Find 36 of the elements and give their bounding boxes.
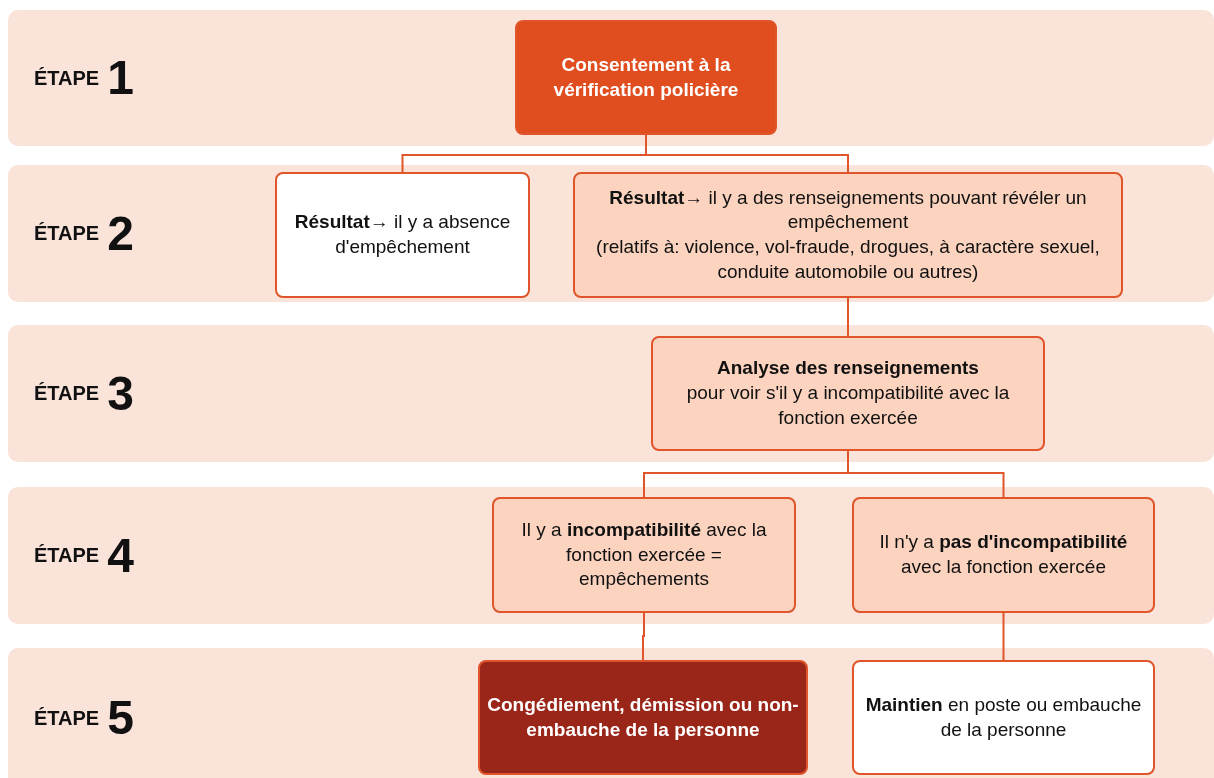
box-text: pour voir s'il y a incompatibilité avec la fonction exercée [685, 381, 1011, 430]
box-text: Consentement à la vérification policière [552, 52, 740, 102]
box-text: Il y a incompatibilité avec la fonction exercée = empêchements [520, 517, 768, 592]
step-label: ÉTAPE [34, 382, 100, 405]
step-band [8, 165, 1214, 302]
step-band [8, 648, 1214, 778]
process-box [651, 336, 1045, 451]
outcome-box [275, 172, 530, 298]
process-box [573, 172, 1123, 298]
process-box [852, 497, 1155, 613]
step-number: 1 [107, 54, 134, 102]
step-label: ÉTAPE [34, 706, 100, 730]
connector-line [1002, 612, 1005, 661]
outcome-box [852, 660, 1155, 775]
step-label: ÉTAPE [34, 222, 100, 245]
step-number: 2 [107, 209, 134, 258]
box-text: Il n'y a pas d'incompatibilité avec la fonction exercée [878, 530, 1129, 579]
box-text: (relatifs à: violence, vol-fraude, drogues, à caractère sexuel, conduite automobile ou autres) [595, 235, 1101, 284]
step-label: ÉTAPE [34, 66, 100, 90]
step-band [8, 10, 1214, 146]
box-text: Congédiement, démission ou non-embauche de la personne [486, 692, 800, 742]
step-number: 5 [107, 694, 134, 742]
step-box [515, 20, 777, 135]
box-text: Résultat→ il y a des renseignements pouvant révéler un empêchement [608, 185, 1088, 235]
step-number: 3 [107, 369, 134, 418]
step-band [8, 325, 1214, 462]
connector-line [642, 612, 645, 661]
box-text: Maintien en poste ou embauche de la personne [864, 692, 1143, 742]
outcome-box [478, 660, 808, 775]
step-band [8, 487, 1214, 624]
step-number: 4 [107, 531, 134, 580]
connector-line [847, 297, 849, 337]
step-label: ÉTAPE [34, 544, 100, 567]
process-box [492, 497, 796, 613]
box-heading: Analyse des renseignements [717, 356, 979, 381]
box-text: Résultat→ il y a absence d'empêchement [293, 210, 512, 259]
